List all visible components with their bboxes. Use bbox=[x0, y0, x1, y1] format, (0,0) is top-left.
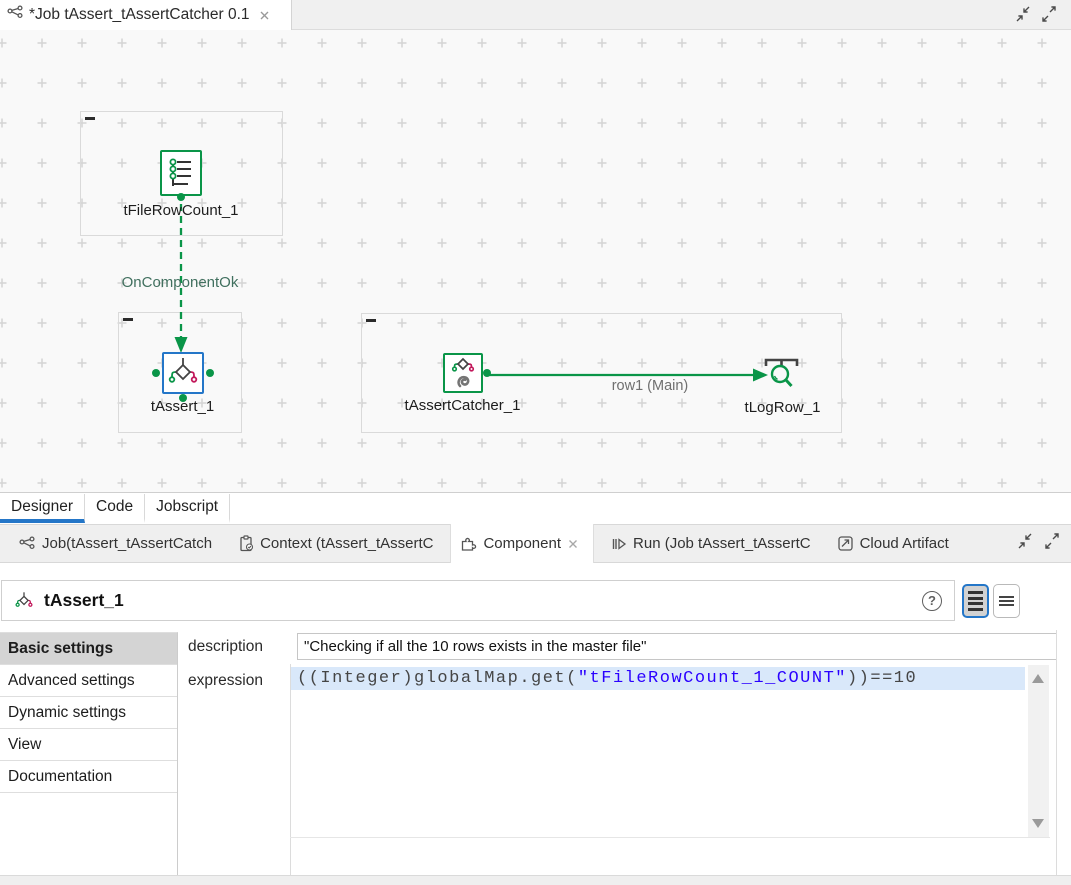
component-label: tFileRowCount_1 bbox=[123, 202, 239, 219]
sidebar-item-advanced-settings[interactable]: Advanced settings bbox=[0, 665, 177, 697]
editor-tab-job[interactable]: *Job tAssert_tAssertCatcher 0.1 bbox=[0, 0, 292, 30]
horizontal-layout-toggle-icon[interactable] bbox=[993, 584, 1020, 618]
collapse-minus-icon[interactable] bbox=[85, 117, 95, 120]
tab-run-view[interactable]: Run (Job tAssert_tAssertC bbox=[602, 524, 820, 563]
expression-label: expression bbox=[188, 672, 263, 689]
selection-box-filerowcount bbox=[80, 111, 283, 236]
scroll-up-icon[interactable] bbox=[1032, 674, 1044, 683]
maximize-view-icon[interactable] bbox=[1040, 5, 1058, 28]
tab-component-view[interactable]: Component bbox=[450, 524, 595, 563]
tab-code[interactable]: Code bbox=[85, 494, 146, 523]
collapse-minus-icon[interactable] bbox=[123, 318, 133, 321]
close-icon[interactable] bbox=[259, 10, 270, 21]
sidebar-item-dynamic-settings[interactable]: Dynamic settings bbox=[0, 697, 177, 729]
expression-scrollbar[interactable] bbox=[1028, 665, 1049, 837]
sidebar-item-documentation[interactable]: Documentation bbox=[0, 761, 177, 793]
close-icon[interactable] bbox=[568, 539, 584, 549]
trigger-link-line[interactable] bbox=[172, 204, 192, 356]
job-icon bbox=[19, 536, 35, 550]
connection-dot[interactable] bbox=[152, 369, 160, 377]
help-icon[interactable]: ? bbox=[922, 590, 942, 611]
component-header: tAssert_1 ? bbox=[1, 580, 955, 621]
context-icon bbox=[240, 535, 254, 552]
expression-code: ((Integer)globalMap.get( bbox=[297, 669, 578, 688]
component-panel-title: tAssert_1 bbox=[44, 590, 124, 610]
panel-right-border bbox=[1056, 630, 1057, 875]
tab-jobscript[interactable]: Jobscript bbox=[145, 494, 231, 523]
component-label: tLogRow_1 bbox=[744, 399, 821, 416]
connection-dot[interactable] bbox=[483, 369, 491, 377]
sidebar-item-view[interactable]: View bbox=[0, 729, 177, 761]
minimize-view-icon[interactable] bbox=[1016, 532, 1034, 555]
expression-editor[interactable]: ((Integer)globalMap.get("tFileRowCount_1… bbox=[291, 667, 1025, 690]
component-tassert[interactable] bbox=[162, 352, 204, 394]
collapse-minus-icon[interactable] bbox=[366, 319, 376, 322]
selection-box-catcher-group bbox=[361, 313, 842, 433]
tab-context-view[interactable]: Context (tAssert_tAssertC bbox=[229, 524, 442, 563]
expression-editor-bottom-border bbox=[290, 837, 1050, 838]
main-row-link-label[interactable]: row1 (Main) bbox=[611, 378, 689, 394]
assert-catcher-icon bbox=[451, 357, 475, 388]
cloud-artifact-icon bbox=[837, 536, 853, 551]
scroll-down-icon[interactable] bbox=[1032, 819, 1044, 828]
connection-dot[interactable] bbox=[177, 193, 185, 201]
log-row-icon bbox=[764, 358, 799, 388]
expression-editor-border bbox=[290, 664, 291, 875]
component-tfilerowcount[interactable] bbox=[160, 150, 202, 196]
description-label: description bbox=[188, 638, 263, 655]
component-tassertcatcher[interactable] bbox=[443, 353, 483, 393]
main-row-link-line[interactable] bbox=[489, 366, 771, 384]
job-icon bbox=[7, 5, 24, 25]
canvas-grid bbox=[0, 30, 1071, 492]
assert-icon bbox=[168, 358, 198, 383]
editor-tab-title: *Job tAssert_tAssertCatcher 0.1 bbox=[29, 6, 250, 23]
vertical-layout-toggle-icon[interactable] bbox=[962, 584, 989, 618]
minimize-view-icon[interactable] bbox=[1014, 5, 1032, 28]
connection-dot[interactable] bbox=[206, 369, 214, 377]
editor-tab-strip: *Job tAssert_tAssertCatcher 0.1 bbox=[0, 0, 1071, 30]
view-tab-bar: Designer Code Jobscript bbox=[0, 494, 1071, 524]
bottom-status-strip bbox=[0, 875, 1071, 885]
sidebar-item-basic-settings[interactable]: Basic settings bbox=[0, 633, 177, 665]
component-label: tAssertCatcher_1 bbox=[404, 397, 521, 414]
maximize-view-icon[interactable] bbox=[1043, 532, 1061, 555]
run-icon bbox=[612, 537, 627, 550]
file-row-count-icon bbox=[169, 158, 191, 186]
job-design-canvas[interactable]: OnComponentOk row1 (Main) tFileRowCount_… bbox=[0, 30, 1071, 493]
tab-job-view[interactable]: Job(tAssert_tAssertCatch bbox=[10, 524, 221, 563]
settings-sidebar: Basic settings Advanced settings Dynamic… bbox=[0, 632, 178, 875]
component-label: tAssert_1 bbox=[150, 398, 215, 415]
tab-cloud-artifact-view[interactable]: Cloud Artifact bbox=[828, 524, 958, 563]
description-input[interactable] bbox=[297, 633, 1057, 660]
trigger-link-label[interactable]: OnComponentOk bbox=[121, 274, 239, 291]
connection-dot[interactable] bbox=[179, 394, 187, 402]
component-icon bbox=[462, 537, 477, 551]
expression-code: ))==10 bbox=[846, 669, 918, 688]
assert-icon bbox=[15, 591, 33, 607]
component-tlogrow[interactable] bbox=[760, 355, 802, 393]
tab-designer[interactable]: Designer bbox=[0, 494, 86, 523]
expression-string-literal: "tFileRowCount_1_COUNT" bbox=[577, 669, 847, 688]
panel-tab-bar: Job(tAssert_tAssertCatch Context (tAsser… bbox=[0, 524, 1071, 563]
